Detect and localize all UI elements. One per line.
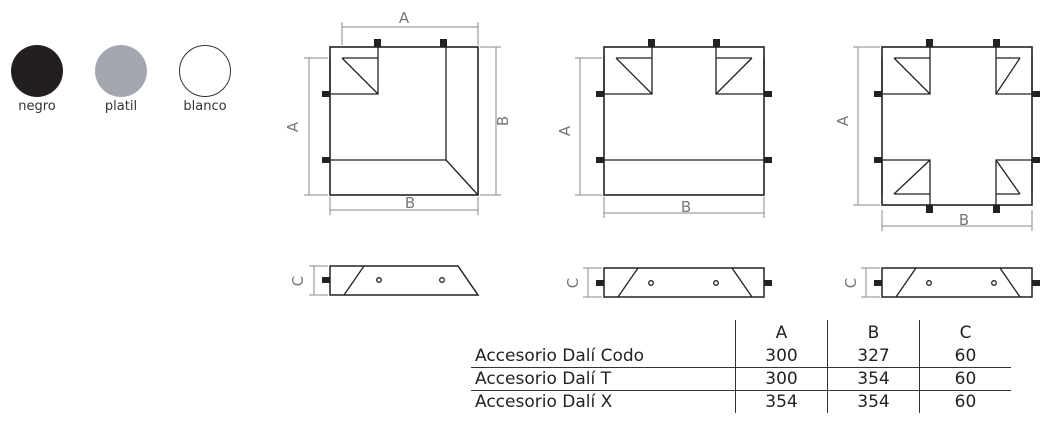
- t-dim-a-left: A: [556, 125, 574, 136]
- x-side-view: [861, 267, 1040, 298]
- swatch-blanco-label: blanco: [183, 99, 227, 114]
- row-b: 327: [827, 345, 920, 368]
- swatch-blanco: blanco: [170, 45, 240, 114]
- t-dim-c: C: [564, 278, 582, 288]
- dimensions-table: A B C Accesorio Dalí Codo 300 327 60 Acc…: [471, 320, 1011, 413]
- codo-side-view: [309, 265, 480, 296]
- color-swatches: negro platil blanco: [0, 0, 260, 140]
- row-c: 60: [919, 367, 1011, 391]
- swatch-blanco-circle: [179, 45, 231, 97]
- table-header-a: A: [735, 320, 828, 345]
- codo-dim-b-right: B: [494, 116, 512, 126]
- table-header-row: A B C: [471, 320, 1011, 345]
- table-row: Accesorio Dalí X 354 354 60: [471, 390, 1011, 413]
- swatch-platil-circle: [95, 45, 147, 97]
- x-top-view: [853, 39, 1040, 231]
- table-header-empty: [471, 320, 736, 345]
- t-side-view: [583, 267, 772, 298]
- codo-dim-c: C: [289, 276, 307, 286]
- row-name: Accesorio Dalí X: [475, 392, 613, 412]
- row-a: 300: [735, 367, 828, 391]
- row-name: Accesorio Dalí T: [471, 367, 736, 391]
- table-header-b: B: [827, 320, 920, 345]
- codo-dim-a-left: A: [284, 121, 302, 132]
- row-a: 354: [735, 390, 828, 413]
- t-top-view: [575, 39, 772, 218]
- t-dim-b-bottom: B: [681, 198, 691, 216]
- swatch-negro-label: negro: [18, 99, 56, 114]
- table-row: Accesorio Dalí T 300 354 60: [471, 367, 1011, 391]
- codo-dim-b-bottom: B: [405, 194, 415, 212]
- x-dim-b-bottom: B: [959, 211, 969, 229]
- codo-dim-a-top: A: [399, 9, 410, 27]
- table-row: Accesorio Dalí Codo 300 327 60: [471, 345, 1011, 368]
- x-dim-a-left: A: [834, 115, 852, 126]
- row-name: Accesorio Dalí Codo: [471, 345, 736, 368]
- swatch-platil-label: platil: [104, 99, 138, 114]
- row-c: 60: [919, 345, 1011, 368]
- x-dim-c: C: [842, 278, 860, 288]
- row-a: 300: [735, 345, 828, 368]
- row-b: 354: [827, 367, 920, 391]
- swatch-negro-circle: [11, 45, 63, 97]
- table-header-c: C: [919, 320, 1011, 345]
- row-c: 60: [919, 390, 1011, 413]
- row-b: 354: [827, 390, 920, 413]
- swatch-negro: negro: [2, 45, 72, 114]
- codo-top-view: [304, 22, 501, 215]
- swatch-platil: platil: [86, 45, 156, 114]
